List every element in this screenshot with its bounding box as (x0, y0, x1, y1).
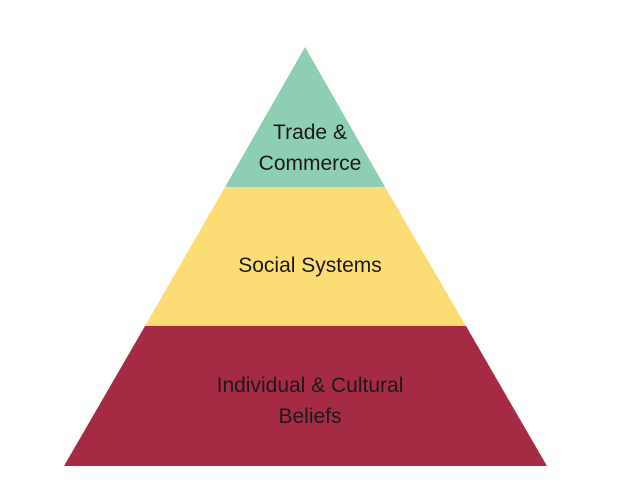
label-social-systems: Social Systems (200, 250, 420, 281)
pyramid-layer-middle (145, 187, 466, 326)
label-social-systems-line-1: Social Systems (238, 254, 382, 277)
label-individual-cultural-beliefs-line-2: Beliefs (278, 405, 342, 428)
pyramid-layer-top (225, 47, 385, 187)
pyramid-layer-bottom (64, 326, 547, 466)
label-individual-cultural-beliefs: Individual & Cultural Beliefs (160, 370, 460, 432)
label-trade-commerce: Trade & Commerce (230, 117, 390, 179)
label-trade-commerce-line-1: Trade & (273, 121, 347, 144)
label-individual-cultural-beliefs-line-1: Individual & Cultural (216, 374, 404, 397)
label-trade-commerce-line-2: Commerce (258, 152, 362, 175)
